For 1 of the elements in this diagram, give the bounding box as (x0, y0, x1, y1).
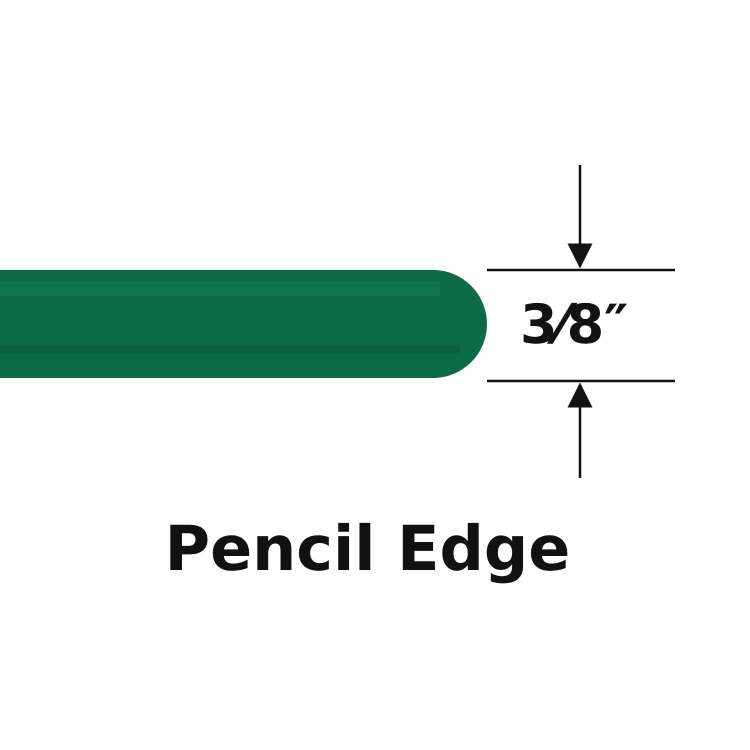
dimension-label: 3⁄8″ (520, 298, 628, 352)
